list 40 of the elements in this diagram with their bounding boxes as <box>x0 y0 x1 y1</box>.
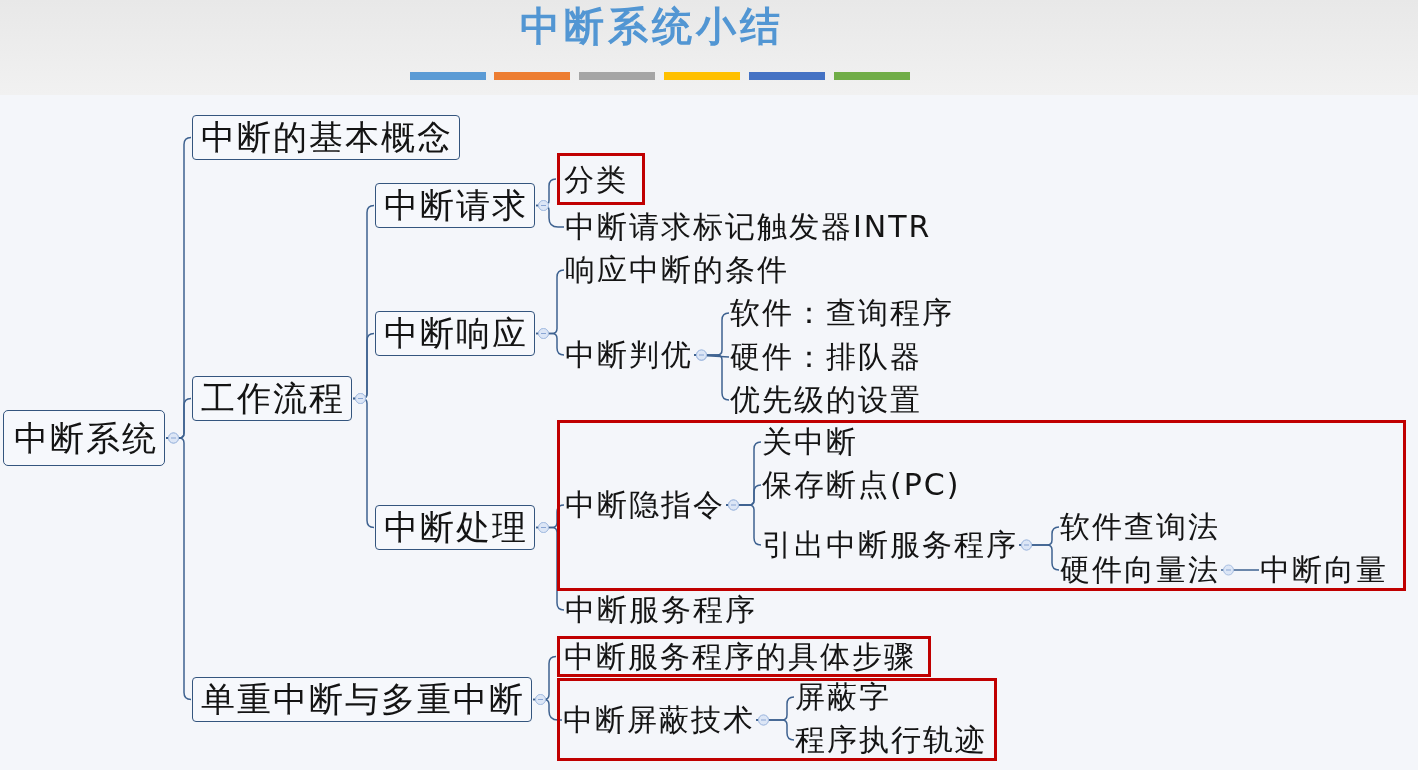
topic-box: 工作流程 <box>192 376 352 421</box>
branch-connector <box>693 349 730 401</box>
branch-connector <box>535 328 565 356</box>
topic-box: 中断的基本概念 <box>192 115 460 160</box>
topic-box: 中断响应 <box>375 311 535 356</box>
subtopic-label: 中断屏蔽技术 <box>563 704 755 736</box>
subtopic-label: 关中断 <box>762 426 858 458</box>
subtopic-label: 硬件向量法 <box>1060 554 1220 586</box>
subtopic-label: 屏蔽字 <box>795 681 891 713</box>
subtopic-label: 程序执行轨迹 <box>795 724 987 756</box>
branch-connector <box>755 714 795 741</box>
subtopic-label: 中断判优 <box>565 339 693 371</box>
subtopic-label: 引出中断服务程序 <box>762 529 1018 561</box>
topic-box: 单重中断与多重中断 <box>192 677 532 722</box>
subtopic-label: 中断隐指令 <box>565 489 725 521</box>
subtopic-label: 中断向量 <box>1260 554 1388 586</box>
branch-connector <box>535 522 565 611</box>
branch-connector <box>165 432 192 701</box>
branch-connector <box>535 200 565 228</box>
highlight-frame <box>557 420 1406 591</box>
topic-box: 中断处理 <box>375 505 535 550</box>
branch-connector <box>1018 539 1060 571</box>
branch-connector <box>1220 564 1260 576</box>
subtopic-label: 响应中断的条件 <box>565 254 789 286</box>
subtopic-label: 硬件：排队器 <box>730 341 922 373</box>
subtopic-label: 中断服务程序 <box>565 594 757 626</box>
subtopic-label: 软件：查询程序 <box>730 297 954 329</box>
branch-connector <box>532 694 563 721</box>
highlighted-topic: 中断服务程序的具体步骤 <box>557 636 931 677</box>
highlight-frame <box>557 678 997 761</box>
subtopic-label: 中断请求标记触发器INTR <box>565 211 932 243</box>
branch-connector <box>352 393 375 529</box>
topic-box: 中断请求 <box>375 183 535 228</box>
subtopic-label: 软件查询法 <box>1060 511 1220 543</box>
subtopic-label: 保存断点(PC) <box>762 469 961 501</box>
subtopic-label: 优先级的设置 <box>730 384 922 416</box>
branch-connector <box>725 499 762 546</box>
highlighted-topic: 分类 <box>557 153 645 205</box>
slide-title: 中断系统小结 <box>520 2 784 50</box>
central-topic-box: 中断系统 <box>3 410 165 466</box>
